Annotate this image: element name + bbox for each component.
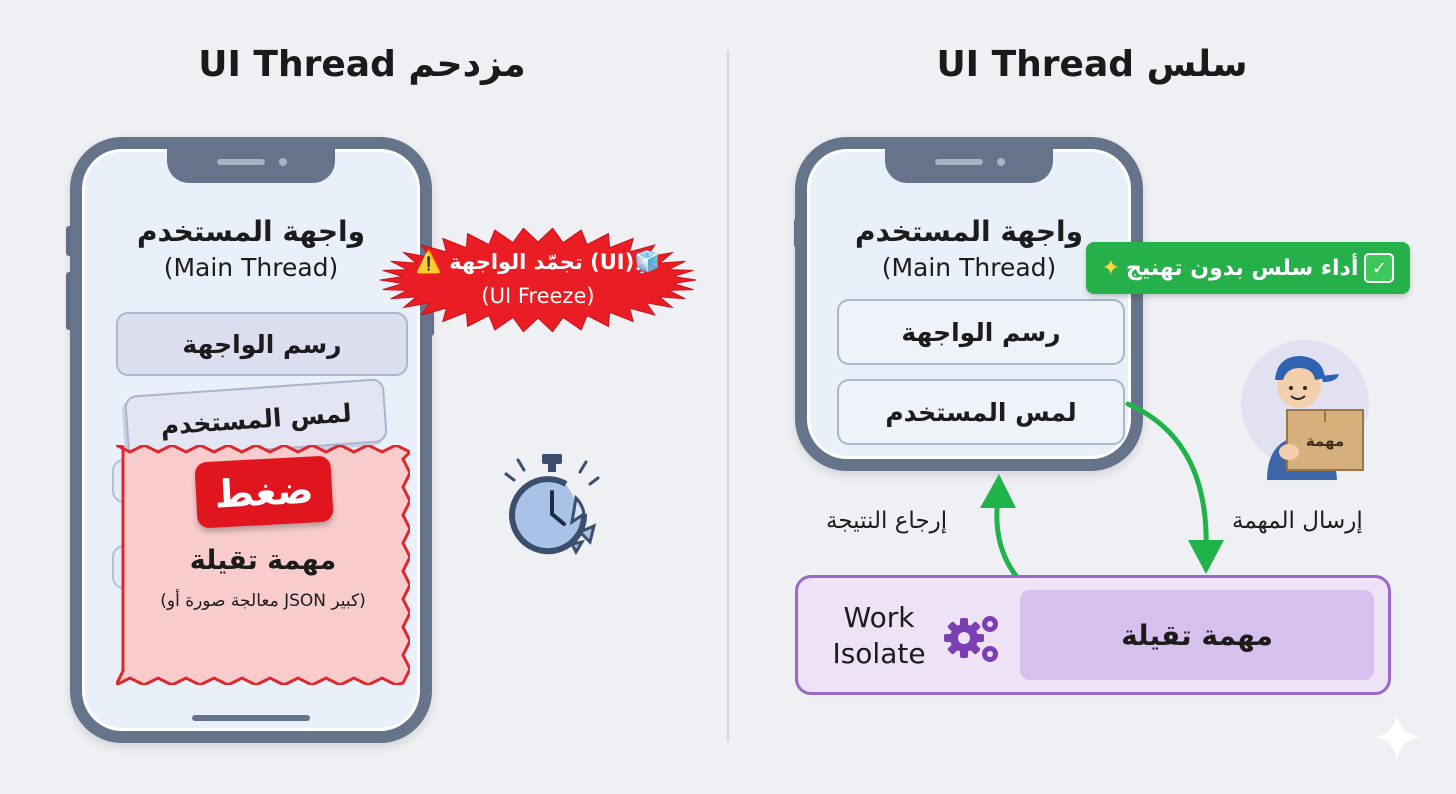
return-arrowhead bbox=[980, 474, 1016, 508]
phone-notch bbox=[167, 147, 335, 183]
jagged-alert-shape bbox=[116, 445, 410, 685]
panel-divider bbox=[727, 50, 729, 742]
ui-title: واجهة المستخدم bbox=[136, 215, 366, 248]
ui-freeze-alert: ⚠️ تجمّد الواجهة (UI)🧊 (UI Freeze) bbox=[378, 228, 698, 332]
smooth-performance-badge: ✦ أداء سلس بدون تهنيج ✓ bbox=[1086, 242, 1410, 294]
phone-right: واجهة المستخدم (Main Thread) رسم الواجهة… bbox=[795, 137, 1143, 471]
gears-icon bbox=[944, 616, 998, 662]
isolate-heavy-task: مهمة تقيلة bbox=[1020, 590, 1374, 680]
home-indicator bbox=[192, 715, 310, 721]
isolate-label: Work Isolate bbox=[824, 600, 934, 672]
heavy-task-title: مهمة تقيلة bbox=[189, 545, 337, 576]
sparkle-icon: ✦ bbox=[1101, 255, 1121, 281]
heavy-task-block: ضغط مهمة تقيلة (معالجة صورة أو JSON كبير… bbox=[116, 445, 410, 685]
ui-subtitle: (Main Thread) bbox=[881, 253, 1057, 282]
check-icon: ✓ bbox=[1364, 253, 1395, 283]
send-arrowhead bbox=[1188, 540, 1224, 574]
right-panel-title: UI Thread سلس bbox=[936, 44, 1248, 85]
courier-icon: مهمة bbox=[1241, 340, 1369, 480]
work-isolate-box: Work Isolate مهمة تقيلة bbox=[795, 575, 1391, 695]
send-task-arrow bbox=[1125, 401, 1209, 555]
user-touch-box: لمس المستخدم bbox=[837, 379, 1125, 445]
courier-box-label: مهمة bbox=[1306, 432, 1344, 450]
phone-side-button bbox=[66, 226, 72, 256]
phone-left: واجهة المستخدم (Main Thread) رسم الواجهة… bbox=[70, 137, 432, 743]
sparkle-watermark-icon bbox=[1374, 714, 1420, 760]
ui-title: واجهة المستخدم bbox=[854, 215, 1084, 248]
send-task-label: إرسال المهمة bbox=[1232, 508, 1363, 534]
ui-subtitle: (Main Thread) bbox=[163, 253, 339, 282]
phone-side-button bbox=[66, 272, 72, 330]
render-ui-box: رسم الواجهة bbox=[837, 299, 1125, 365]
left-panel-title: UI Thread مزدحم bbox=[198, 44, 526, 85]
isolate-label-line2: Isolate bbox=[832, 637, 926, 670]
smooth-badge-text: أداء سلس بدون تهنيج bbox=[1126, 255, 1359, 281]
freeze-text-line1: ⚠️ تجمّد الواجهة (UI)🧊 bbox=[415, 250, 661, 274]
broken-stopwatch-icon bbox=[504, 454, 600, 556]
freeze-text-line2: (UI Freeze) bbox=[481, 284, 595, 308]
render-ui-box: رسم الواجهة bbox=[116, 312, 408, 376]
starburst-shape bbox=[379, 228, 697, 332]
heavy-task-description: (معالجة صورة أو JSON كبير) bbox=[160, 591, 366, 611]
return-result-label: إرجاع النتيجة bbox=[826, 508, 948, 534]
isolate-label-line1: Work bbox=[843, 601, 915, 634]
phone-notch bbox=[885, 147, 1053, 183]
